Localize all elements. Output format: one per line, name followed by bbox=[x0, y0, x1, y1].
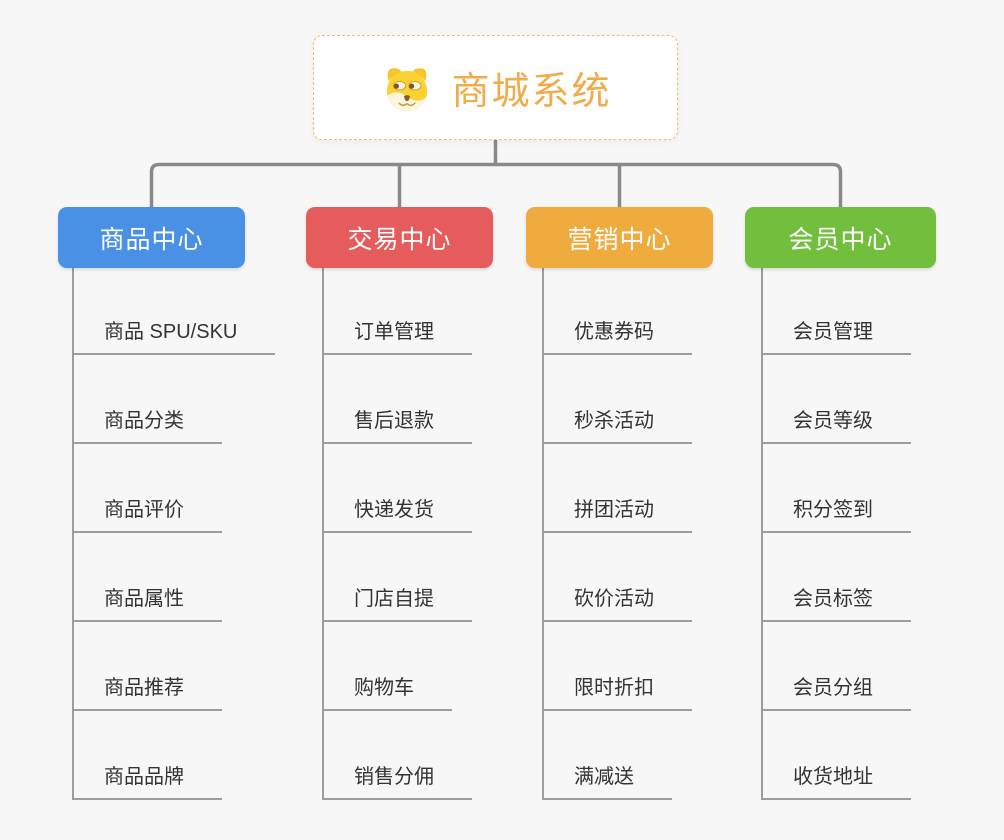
leaf-node[interactable]: 砍价活动 bbox=[544, 533, 692, 622]
leaf-node[interactable]: 商品评价 bbox=[74, 444, 275, 533]
leaf-label: 限时折扣 bbox=[544, 676, 692, 711]
root-title: 商城系统 bbox=[451, 71, 612, 113]
leaf-label: 商品 SPU/SKU bbox=[74, 320, 276, 355]
leaf-label: 满减送 bbox=[544, 765, 672, 800]
leaf-node[interactable]: 订单管理 bbox=[324, 266, 472, 355]
leaf-node[interactable]: 商品 SPU/SKU bbox=[74, 266, 276, 355]
leaf-node[interactable]: 优惠券码 bbox=[544, 266, 692, 355]
leaf-label: 会员管理 bbox=[763, 320, 911, 355]
branch-label: 会员中心 bbox=[788, 225, 893, 254]
leaf-node[interactable]: 满减送 bbox=[544, 711, 692, 800]
leaf-label: 优惠券码 bbox=[544, 320, 692, 355]
leaf-label: 积分签到 bbox=[763, 498, 911, 533]
leaf-node[interactable]: 商品品牌 bbox=[74, 711, 275, 800]
branch-children-member: 会员管理 会员等级 积分签到 会员标签 会员分组 收货地址 bbox=[761, 266, 911, 800]
leaf-label: 会员等级 bbox=[763, 409, 911, 444]
root-node-mall-system[interactable]: 商城系统 bbox=[313, 35, 678, 140]
leaf-node[interactable]: 购物车 bbox=[324, 622, 472, 711]
leaf-node[interactable]: 积分签到 bbox=[763, 444, 911, 533]
leaf-node[interactable]: 收货地址 bbox=[763, 711, 911, 800]
leaf-label: 销售分佣 bbox=[324, 765, 472, 800]
leaf-label: 商品品牌 bbox=[74, 765, 222, 800]
leaf-label: 秒杀活动 bbox=[544, 409, 692, 444]
branch-node-member-center[interactable]: 会员中心 bbox=[745, 207, 936, 268]
branch-node-product-center[interactable]: 商品中心 bbox=[58, 207, 245, 268]
leaf-node[interactable]: 会员等级 bbox=[763, 355, 911, 444]
branch-node-trade-center[interactable]: 交易中心 bbox=[306, 207, 493, 268]
leaf-label: 商品属性 bbox=[74, 587, 222, 622]
leaf-label: 拼团活动 bbox=[544, 498, 692, 533]
leaf-node[interactable]: 商品推荐 bbox=[74, 622, 275, 711]
leaf-node[interactable]: 商品分类 bbox=[74, 355, 275, 444]
leaf-label: 购物车 bbox=[324, 676, 452, 711]
branch-children-marketing: 优惠券码 秒杀活动 拼团活动 砍价活动 限时折扣 满减送 bbox=[542, 266, 692, 800]
leaf-label: 收货地址 bbox=[763, 765, 911, 800]
leaf-label: 会员标签 bbox=[763, 587, 911, 622]
leaf-node[interactable]: 商品属性 bbox=[74, 533, 275, 622]
leaf-label: 快递发货 bbox=[324, 498, 472, 533]
branch-label: 营销中心 bbox=[567, 225, 672, 254]
leaf-label: 订单管理 bbox=[324, 320, 472, 355]
leaf-node[interactable]: 门店自提 bbox=[324, 533, 472, 622]
branch-label: 商品中心 bbox=[99, 225, 204, 254]
branch-children-product: 商品 SPU/SKU 商品分类 商品评价 商品属性 商品推荐 商品品牌 bbox=[72, 266, 276, 800]
leaf-label: 商品评价 bbox=[74, 498, 222, 533]
branch-children-trade: 订单管理 售后退款 快递发货 门店自提 购物车 销售分佣 bbox=[322, 266, 472, 800]
branch-node-marketing-center[interactable]: 营销中心 bbox=[526, 207, 713, 268]
leaf-node[interactable]: 限时折扣 bbox=[544, 622, 692, 711]
leaf-node[interactable]: 秒杀活动 bbox=[544, 355, 692, 444]
leaf-node[interactable]: 会员分组 bbox=[763, 622, 911, 711]
leaf-label: 会员分组 bbox=[763, 676, 911, 711]
leaf-node[interactable]: 拼团活动 bbox=[544, 444, 692, 533]
leaf-label: 门店自提 bbox=[324, 587, 472, 622]
leaf-label: 商品推荐 bbox=[74, 676, 222, 711]
branch-label: 交易中心 bbox=[347, 225, 452, 254]
leaf-node[interactable]: 售后退款 bbox=[324, 355, 472, 444]
leaf-node[interactable]: 会员管理 bbox=[763, 266, 911, 355]
leaf-label: 商品分类 bbox=[74, 409, 222, 444]
leaf-node[interactable]: 会员标签 bbox=[763, 533, 911, 622]
branch-bracket-line bbox=[149, 162, 843, 207]
leaf-label: 售后退款 bbox=[324, 409, 472, 444]
leaf-node[interactable]: 销售分佣 bbox=[324, 711, 472, 800]
leaf-node[interactable]: 快递发货 bbox=[324, 444, 472, 533]
doge-icon bbox=[387, 68, 428, 112]
leaf-label: 砍价活动 bbox=[544, 587, 692, 622]
